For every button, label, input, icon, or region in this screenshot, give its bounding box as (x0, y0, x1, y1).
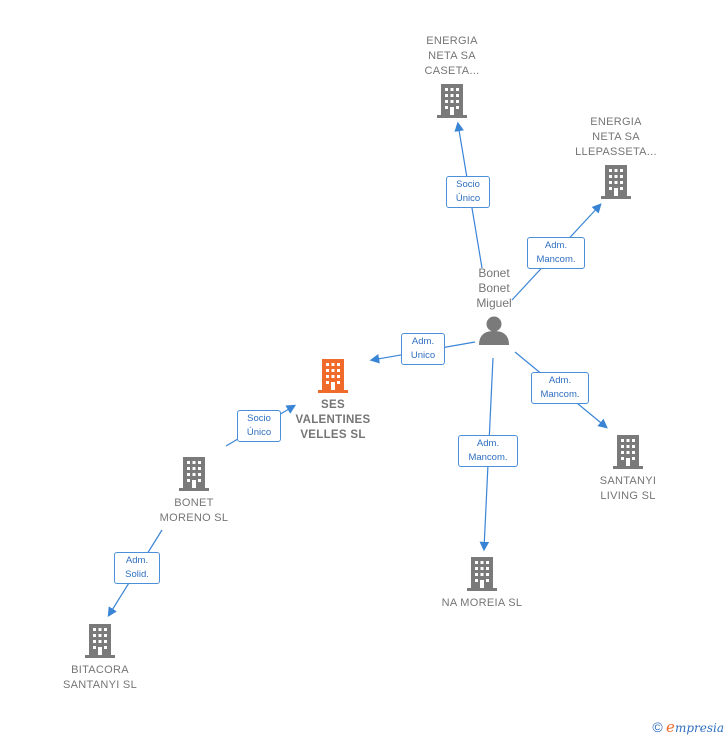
edge-label-line2: Único (455, 193, 481, 204)
company-label-line1: SANTANYI (599, 475, 657, 487)
brand-logo: empresia (666, 718, 724, 736)
company-energia-llepasseta[interactable]: ENERGIA NETA SA LLEPASSETA... (568, 115, 664, 200)
edge-label-adm-unico-ses[interactable]: Adm. Unico (401, 333, 445, 365)
edge-label-adm-mancom-llepasseta[interactable]: Adm. Mancom. (527, 237, 585, 269)
edge-label-adm-mancom-santanyi[interactable]: Adm. Mancom. (531, 372, 589, 404)
company-label-line1: BONET (174, 497, 214, 509)
edge-label-line1: Socio (247, 413, 271, 424)
company-na-moreia[interactable]: NA MOREIA SL (432, 556, 532, 611)
company-label-line2: LIVING SL (600, 490, 656, 502)
company-label-line2: NETA SA (428, 50, 476, 62)
edge-label-line2: Mancom. (468, 452, 508, 463)
building-icon (437, 84, 467, 118)
company-label-line1: SES (321, 399, 345, 411)
edge-label-line2: Único (246, 427, 272, 438)
company-label-line2: SANTANYI SL (62, 679, 137, 691)
company-label-line2: NETA SA (592, 131, 640, 143)
empresia-watermark: © empresia (652, 718, 724, 736)
building-icon-highlighted (318, 359, 348, 393)
edge-label-line2: Unico (410, 350, 436, 361)
edge-label-line2: Solid. (125, 569, 149, 580)
company-energia-caseta[interactable]: ENERGIA NETA SA CASETA... (412, 34, 492, 119)
edge-label-line1: Adm. (544, 240, 568, 251)
company-label-line3: LLEPASSETA... (575, 146, 657, 158)
building-icon (601, 165, 631, 199)
company-label-line2: VALENTINES (295, 414, 371, 426)
brand-rest: mpresia (674, 721, 724, 735)
person-icon (479, 316, 509, 345)
edge-label-line1: Socio (456, 179, 480, 190)
building-icon (613, 435, 643, 469)
person-name-line3: Miguel (476, 296, 512, 310)
edge-label-line2: Mancom. (540, 389, 580, 400)
brand-initial: e (666, 718, 675, 736)
company-bonet-moreno[interactable]: BONET MORENO SL (150, 456, 238, 526)
edge-label-adm-solid-bitacora[interactable]: Adm. Solid. (114, 552, 160, 584)
company-label-line1: BITACORA (71, 664, 129, 676)
company-label-line1: NA MOREIA SL (441, 597, 523, 609)
company-label-line3: VELLES SL (300, 429, 366, 441)
edge-label-line2: Mancom. (536, 254, 576, 265)
edge-label-line1: Adm. (411, 336, 435, 347)
edge-label-adm-mancom-namoreia[interactable]: Adm. Mancom. (458, 435, 518, 467)
building-icon (467, 557, 497, 591)
edge-label-socio-unico-ses[interactable]: Socio Único (237, 410, 281, 442)
person-name-line2: Bonet (478, 281, 510, 295)
person-name-line1: Bonet (478, 266, 510, 280)
building-icon (179, 457, 209, 491)
edge-label-line1: Adm. (548, 375, 572, 386)
company-label-line1: ENERGIA (590, 116, 642, 128)
person-node[interactable]: Bonet Bonet Miguel (466, 266, 522, 345)
building-icon (85, 624, 115, 658)
company-label-line1: ENERGIA (426, 35, 478, 47)
copyright-symbol: © (652, 719, 663, 735)
company-label-line2: MORENO SL (159, 512, 229, 524)
edge-label-socio-unico-caseta[interactable]: Socio Único (446, 176, 490, 208)
company-label-line3: CASETA... (424, 65, 480, 77)
company-santanyi-living[interactable]: SANTANYI LIVING SL (588, 434, 668, 504)
edge-label-line1: Adm. (476, 438, 500, 449)
edge-label-line1: Adm. (125, 555, 149, 566)
company-bitacora-santanyi[interactable]: BITACORA SANTANYI SL (54, 623, 146, 693)
company-ses-valentines-main[interactable]: SES VALENTINES VELLES SL (288, 358, 378, 443)
